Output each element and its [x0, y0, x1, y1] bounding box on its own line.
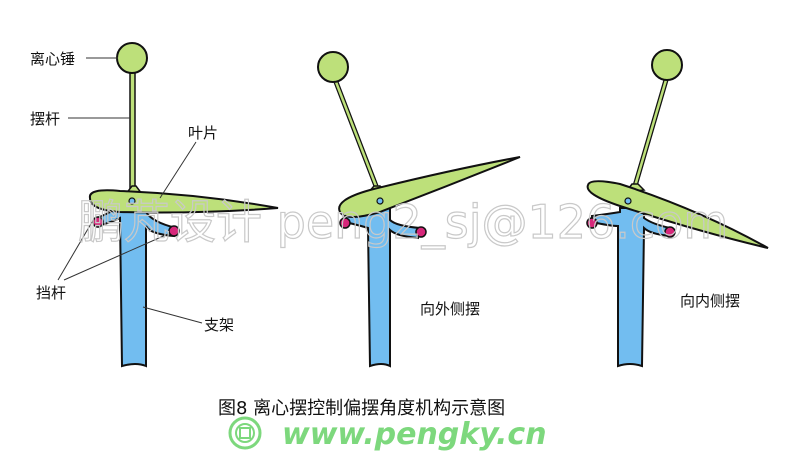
- stop-pin-left: [339, 217, 351, 229]
- pivot: [624, 197, 632, 205]
- blade: [338, 156, 521, 218]
- centrifugal-weight: [116, 42, 148, 74]
- label-weight: 离心锤: [30, 50, 75, 68]
- panel-neutral: 离心锤 摆杆 叶片 挡杆 支架: [30, 42, 279, 368]
- label-rod: 摆杆: [30, 110, 60, 128]
- figure-caption: 图8 离心摆控制偏摆角度机构示意图: [218, 398, 505, 419]
- blade: [586, 180, 769, 249]
- label-bracket: 支架: [204, 316, 234, 334]
- label-stop-pins: 挡杆: [36, 284, 66, 302]
- stop-pin-left: [586, 217, 598, 229]
- pivot: [376, 197, 384, 205]
- centrifugal-weight: [317, 51, 349, 83]
- blade: [88, 189, 279, 214]
- label-blade: 叶片: [188, 124, 218, 142]
- centrifugal-weight: [651, 49, 683, 81]
- stop-pin-right: [664, 226, 676, 238]
- stop-pin-right: [415, 226, 427, 238]
- stop-pin-right: [168, 225, 180, 237]
- bracket: [591, 207, 671, 368]
- rod: [129, 69, 136, 189]
- caption-inward: 向内侧摆: [680, 292, 740, 310]
- panel-inward: 向内侧摆: [586, 49, 769, 368]
- site-logo-icon: [228, 416, 262, 450]
- panel-outward: 向外侧摆: [317, 51, 521, 368]
- stop-pin-left: [92, 216, 104, 228]
- pivot: [128, 197, 136, 205]
- caption-outward: 向外侧摆: [420, 300, 480, 318]
- watermark: 鹏芃设计 peng2_sj@126.com: [78, 195, 728, 249]
- site-url[interactable]: www.pengky.cn: [282, 417, 547, 452]
